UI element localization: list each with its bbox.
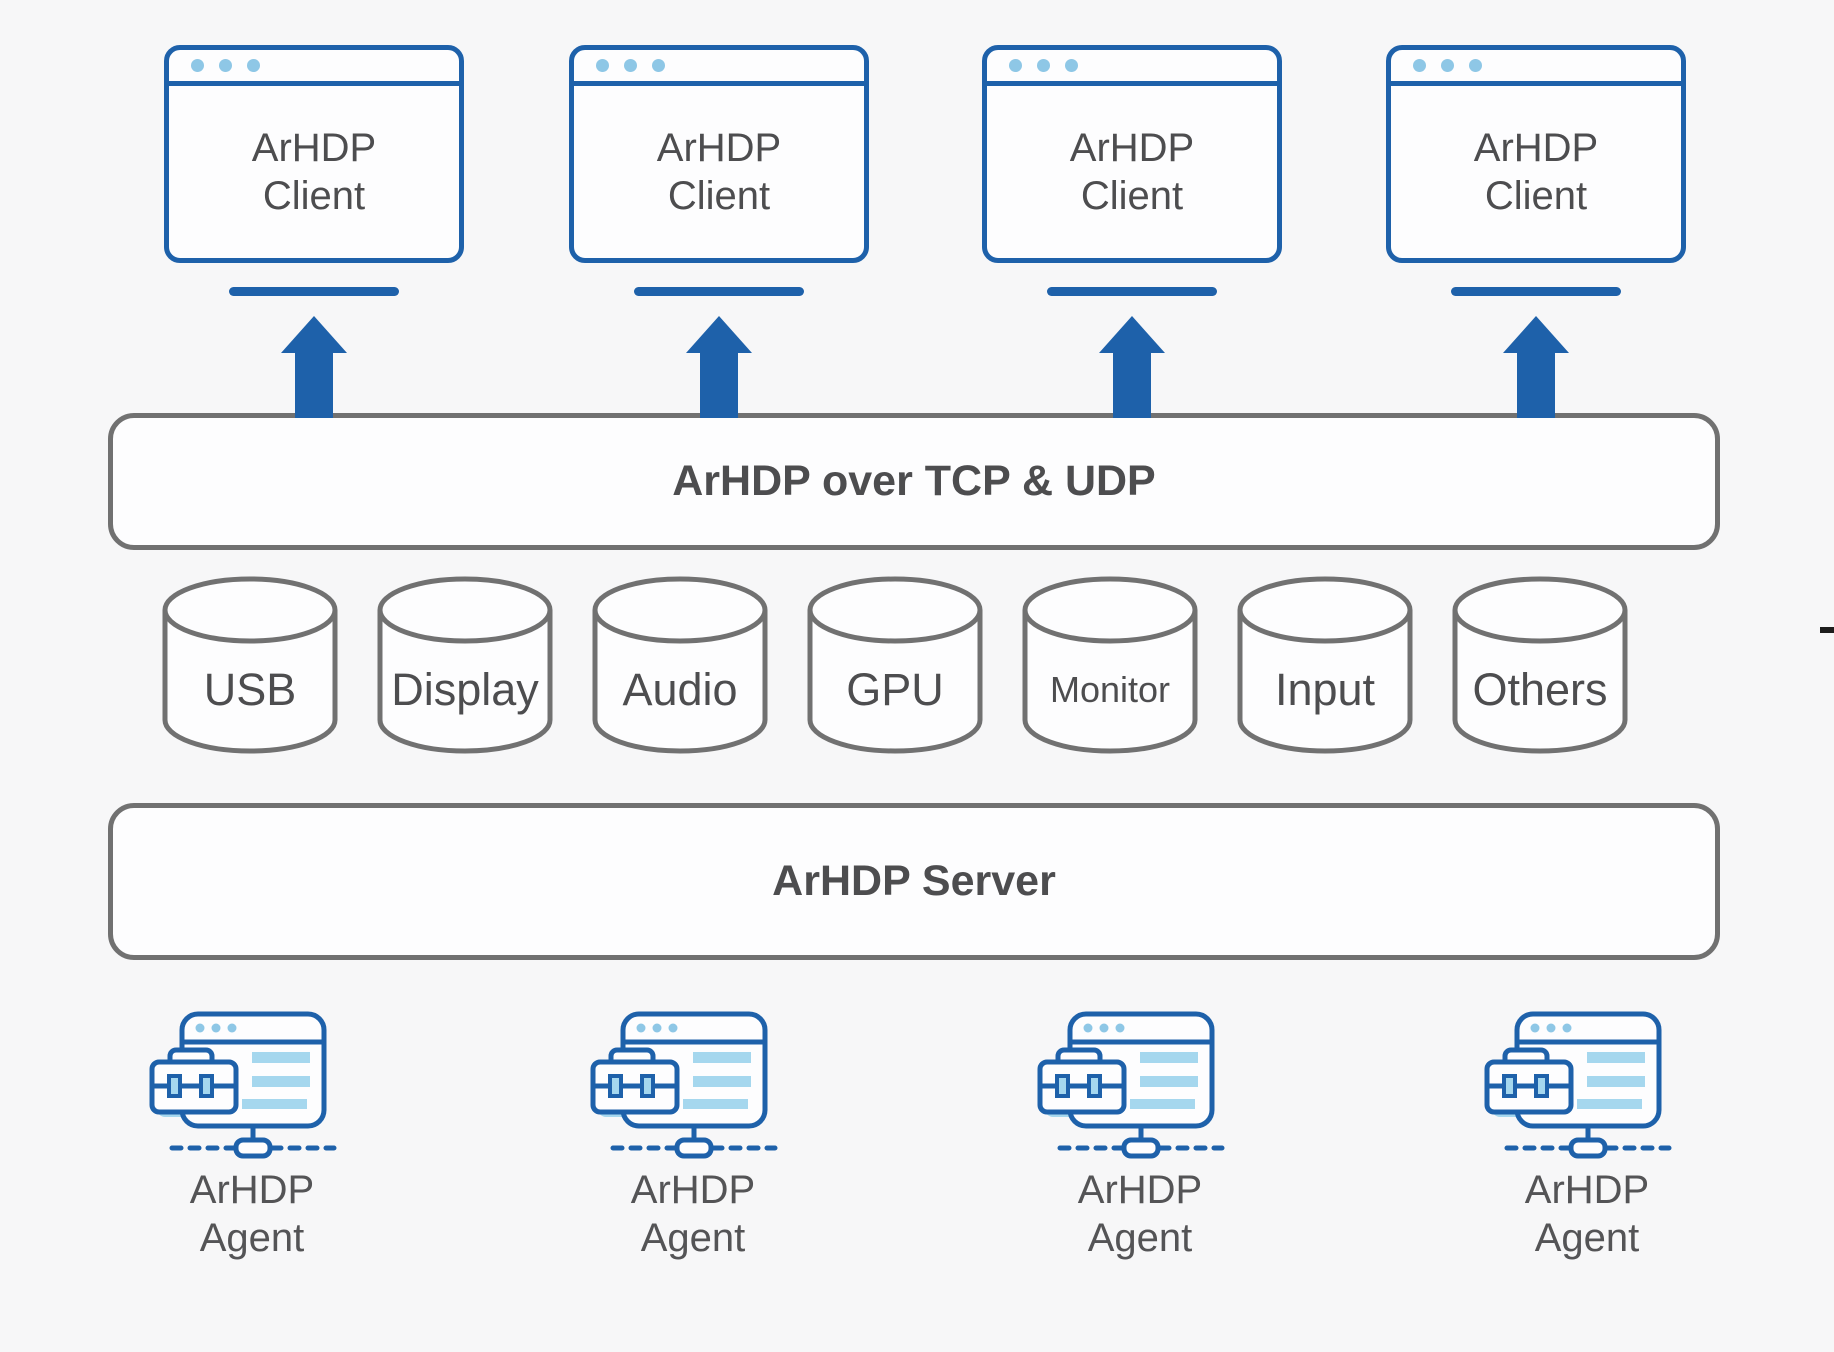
upload-arrow-stem [295,351,333,418]
upload-arrow-icon [281,316,347,353]
channel-label: GPU [846,664,944,715]
arhdp-client-window: ArHDP Client [164,45,464,263]
arhdp-client-window: ArHDP Client [982,45,1282,263]
arhdp-client-label: ArHDP Client [251,126,377,218]
upload-arrow-icon [686,316,752,353]
arhdp-agent-label: ArHDP Agent [630,1168,756,1260]
network-node-icon [674,1137,714,1159]
upload-arrow-stem [1517,351,1555,418]
agent-workstation-icon [149,1011,337,1159]
window-dot-icon [652,59,665,72]
text-line-bar [242,1099,307,1109]
client-dock-line [1451,287,1621,296]
database-cylinder-icon [1022,576,1198,754]
agent-workstation-icon [1484,1011,1672,1159]
database-cylinder-icon [1237,576,1413,754]
window-dot-icon [1441,59,1454,72]
channel-cylinder: USB [162,574,338,754]
arhdp-client-label: ArHDP Client [1473,126,1599,218]
channel-cylinder: Audio [592,574,768,754]
window-dot-icon [247,59,260,72]
channel-cylinder: GPU [807,574,983,754]
agent-workstation-icon [1037,1011,1225,1159]
upload-arrow-stem [1113,351,1151,418]
channel-label: USB [203,664,297,715]
database-cylinder-icon [162,576,338,754]
window-dot-icon [1009,59,1022,72]
upload-arrow-icon [1099,316,1165,353]
database-cylinder-icon [377,576,553,754]
server-bar: ArHDP Server [108,803,1720,960]
server-bar-label: ArHDP Server [772,857,1056,905]
window-dot-icon [219,59,232,72]
window-dot-icon [1065,59,1078,72]
arhdp-agent-label: ArHDP Agent [189,1168,315,1260]
database-cylinder-icon [592,576,768,754]
window-dot-icon [191,59,204,72]
window-dot-icon [227,1023,237,1033]
window-dot-icon [596,59,609,72]
database-cylinder-icon [807,576,983,754]
agent-workstation-icon [590,1011,778,1159]
window-dot-icon [1413,59,1426,72]
window-dot-icon [195,1023,205,1033]
channel-label: Input [1274,664,1376,715]
window-dot-icon [211,1023,221,1033]
channel-label: Monitor [1049,669,1171,710]
client-dock-line [634,287,804,296]
window-titlebar [574,50,864,86]
channel-label: Audio [622,664,738,715]
arhdp-client-label: ArHDP Client [656,126,782,218]
transport-bar-label: ArHDP over TCP & UDP [672,457,1156,505]
text-line-bar [252,1052,310,1063]
window-dot-icon [1469,59,1482,72]
client-dock-line [1047,287,1217,296]
database-cylinder-icon [1452,576,1628,754]
channel-label: Others [1472,664,1608,715]
transport-bar: ArHDP over TCP & UDP [108,413,1720,550]
upload-arrow-icon [1503,316,1569,353]
client-dock-line [229,287,399,296]
arhdp-client-label: ArHDP Client [1069,126,1195,218]
text-line-bar [252,1076,310,1087]
window-titlebar [987,50,1277,86]
arhdp-client-window: ArHDP Client [569,45,869,263]
network-node-icon [1121,1137,1161,1159]
upload-arrow-stem [700,351,738,418]
window-titlebar [1391,50,1681,86]
window-dot-icon [624,59,637,72]
channel-cylinder: Others [1452,574,1628,754]
channel-cylinder: Monitor [1022,574,1198,754]
briefcase-clasp [199,1074,214,1098]
network-node-icon [233,1137,273,1159]
page-edge-mark [1820,627,1834,633]
window-dot-icon [1037,59,1050,72]
network-node-icon [1568,1137,1608,1159]
window-titlebar [169,50,459,86]
channel-label: Display [391,664,539,715]
channel-cylinder: Input [1237,574,1413,754]
arhdp-agent-label: ArHDP Agent [1077,1168,1203,1260]
arhdp-client-window: ArHDP Client [1386,45,1686,263]
channel-cylinder: Display [377,574,553,754]
briefcase-clasp [167,1074,182,1098]
arhdp-agent-label: ArHDP Agent [1524,1168,1650,1260]
